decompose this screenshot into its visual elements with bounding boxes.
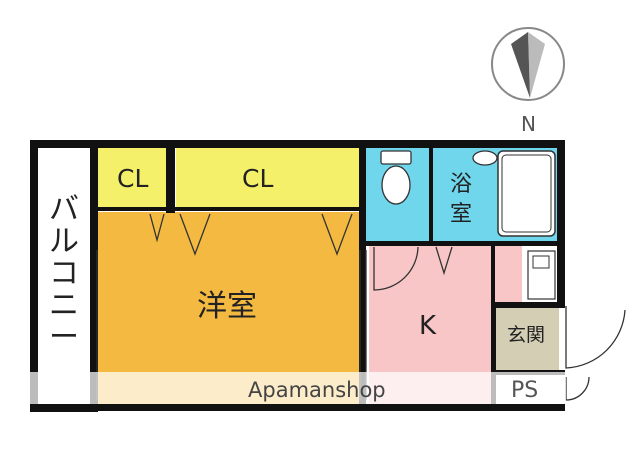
bathtub-icon (497, 150, 556, 237)
entrance-label: 玄関 (507, 324, 546, 346)
toilet-icon (380, 150, 412, 205)
closet-left-label: CL (117, 164, 149, 193)
watermark-text: Apamanshop (248, 378, 386, 402)
bath-label: 浴室 (449, 172, 472, 227)
western-room-label: 洋室 (197, 289, 257, 324)
watermark-band (30, 372, 566, 404)
closet-left-fill (97, 147, 172, 209)
washbasin-icon (472, 150, 498, 166)
ps-label: PS (511, 378, 539, 403)
balcony-label: バルコニー (49, 192, 79, 355)
balcony-fill (40, 150, 92, 412)
closet-right-fill (176, 147, 359, 209)
fridge-space-icon (527, 250, 556, 300)
compass-label: N (521, 112, 536, 136)
entrance-fill (495, 306, 559, 372)
kitchen-label: K (419, 311, 437, 341)
walls (30, 140, 565, 412)
closet-right-label: CL (242, 164, 274, 193)
north-compass-icon (491, 27, 565, 101)
kitchen-nook-fill (491, 246, 522, 304)
